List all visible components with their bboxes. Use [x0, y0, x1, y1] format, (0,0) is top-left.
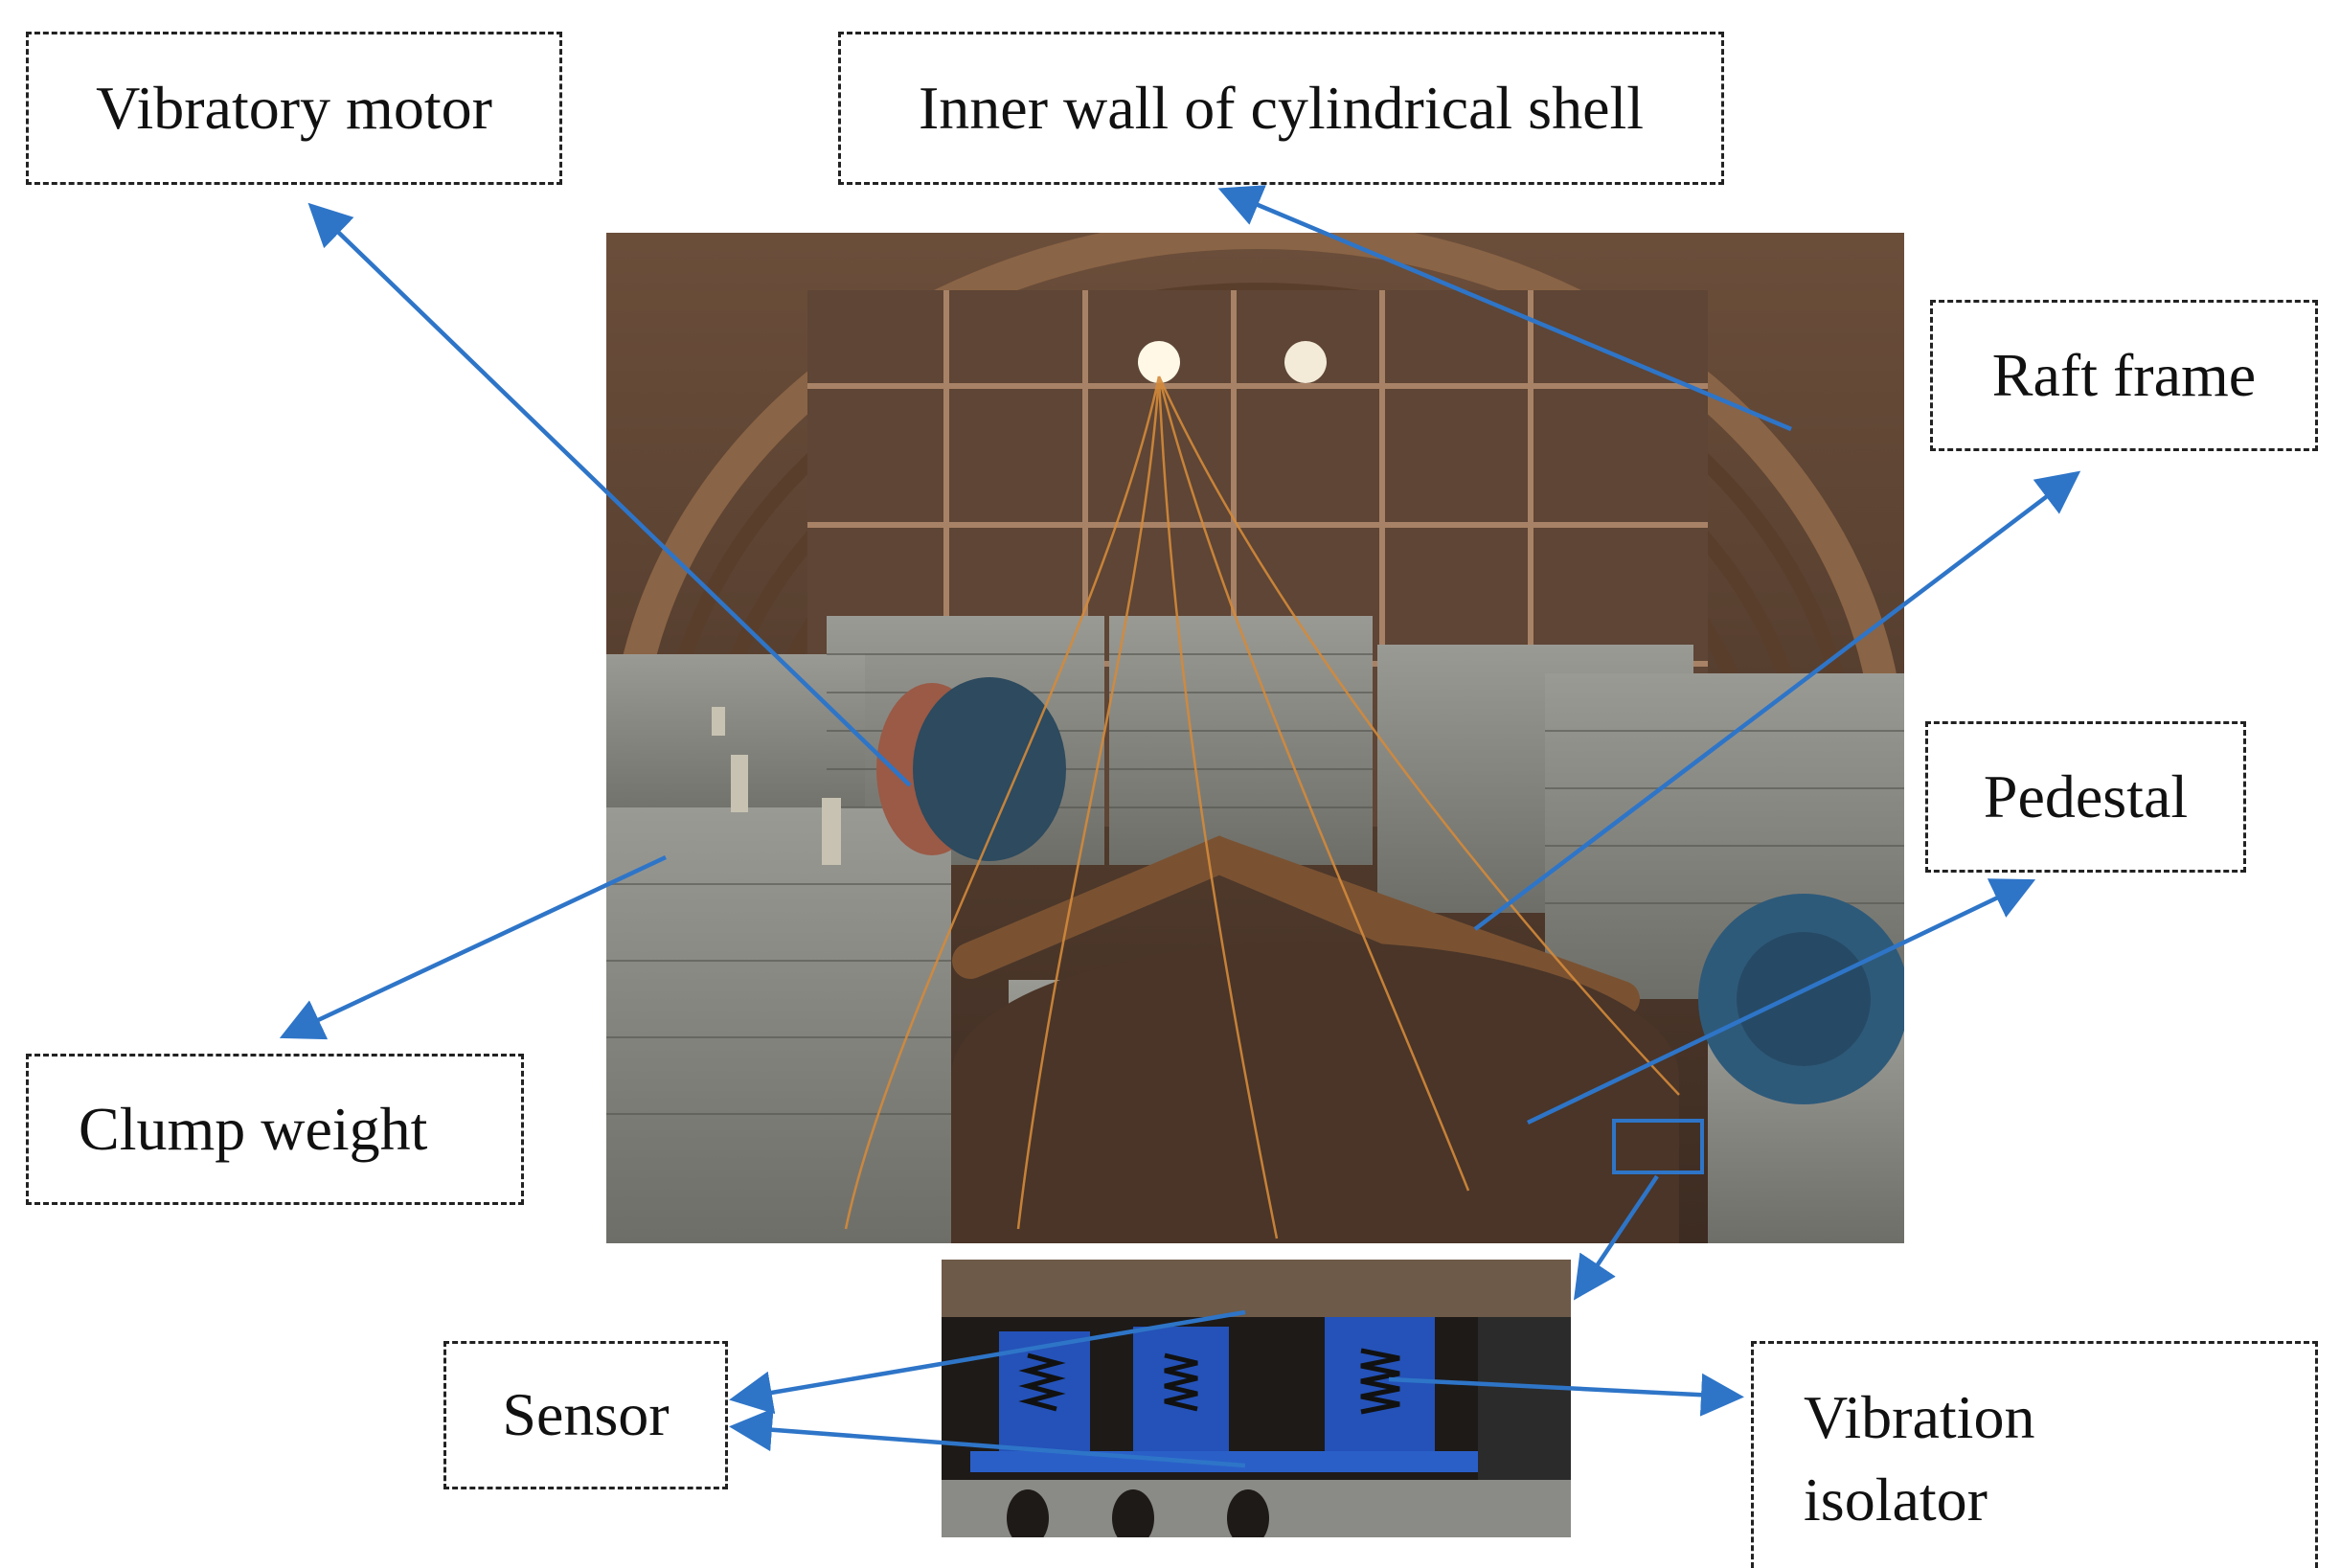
label-inner-wall-text: Inner wall of cylindrical shell — [918, 73, 1645, 142]
label-sensor-text: Sensor — [502, 1380, 670, 1449]
arrow-pedestal — [1527, 878, 2036, 1125]
arrow-raft-frame — [1473, 470, 2081, 931]
label-inner-wall: Inner wall of cylindrical shell — [838, 32, 1724, 185]
inset-photo — [942, 1260, 1571, 1537]
label-raft-frame-text: Raft frame — [1991, 340, 2257, 409]
label-clump-weight: Clump weight — [26, 1054, 524, 1205]
label-raft-frame: Raft frame — [1930, 300, 2318, 451]
label-sensor: Sensor — [443, 1341, 728, 1489]
arrow-vibratory-motor — [307, 202, 912, 787]
arrow-sensor-1 — [729, 1309, 1246, 1415]
label-vibration-isolator-text: Vibration isolator — [1804, 1376, 2034, 1542]
label-pedestal: Pedestal — [1925, 721, 2246, 873]
label-vibratory-motor-text: Vibratory motor — [96, 73, 492, 142]
arrow-sensor-2 — [729, 1408, 1246, 1468]
arrow-clump-weight — [279, 854, 667, 1040]
label-vibration-isolator-line1: Vibration — [1804, 1383, 2035, 1451]
label-vibration-isolator-line2: isolator — [1804, 1466, 1988, 1534]
label-vibratory-motor: Vibratory motor — [26, 32, 562, 185]
label-pedestal-text: Pedestal — [1983, 761, 2189, 830]
arrow-inner-wall — [1217, 185, 1792, 432]
arrow-inset — [1573, 1174, 1659, 1301]
label-clump-weight-text: Clump weight — [79, 1094, 428, 1163]
arrow-vibration-isolator — [1388, 1373, 1744, 1417]
label-vibration-isolator: Vibration isolator — [1751, 1341, 2318, 1568]
main-photo — [606, 233, 1904, 1243]
